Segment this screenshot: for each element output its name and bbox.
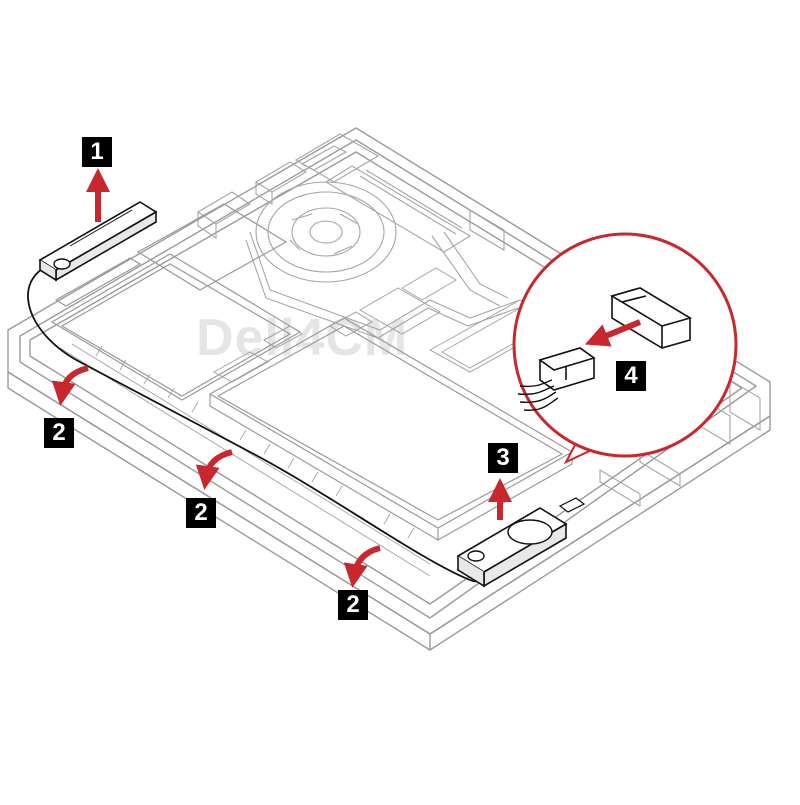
watermark-text: Dell4CM (196, 309, 409, 367)
base-outline (7, 127, 771, 651)
battery-bay (50, 203, 302, 401)
connector-callout (512, 232, 738, 465)
step-2-label: 2 (338, 590, 368, 620)
release-arrow-2b (195, 449, 233, 490)
step-3-label: 3 (488, 443, 518, 473)
connector-socket (610, 287, 692, 349)
connector-plug (538, 347, 596, 391)
fan-heatsink (245, 181, 521, 339)
left-speaker (38, 201, 158, 282)
step-1-label: 1 (82, 137, 112, 167)
step-2-label: 2 (44, 418, 74, 448)
right-speaker (456, 497, 586, 588)
front-edge-details (59, 343, 431, 577)
step-4-label: 4 (616, 361, 646, 391)
speaker-cable (27, 261, 471, 581)
release-arrow-2a (51, 365, 89, 406)
step-2-label: 2 (186, 498, 216, 528)
release-arrow-2c (343, 545, 381, 588)
